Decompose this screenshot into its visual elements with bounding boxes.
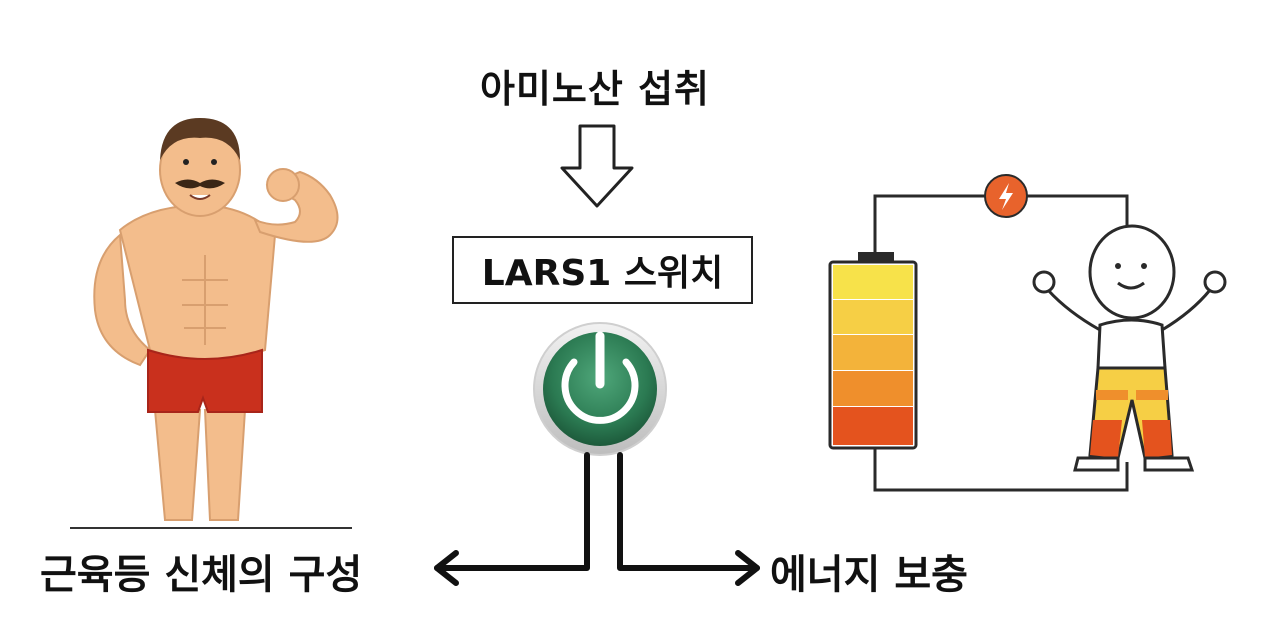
amino-acid-intake-label: 아미노산 섭취 (480, 67, 710, 111)
battery-circuit-illustration (828, 174, 1227, 492)
lars1-switch-box: LARS1 스위치 (452, 236, 753, 304)
split-arrows (434, 452, 760, 586)
power-icon (533, 322, 667, 456)
hollow-down-arrow-icon (560, 124, 634, 208)
energy-supply-label: 에너지 보충 (770, 552, 968, 598)
muscular-man-illustration (70, 118, 352, 529)
lightning-bolt-icon (984, 174, 1028, 218)
lars1-switch-label: LARS1 스위치 (481, 253, 724, 294)
body-composition-label: 근육등 신체의 구성 (40, 552, 363, 598)
